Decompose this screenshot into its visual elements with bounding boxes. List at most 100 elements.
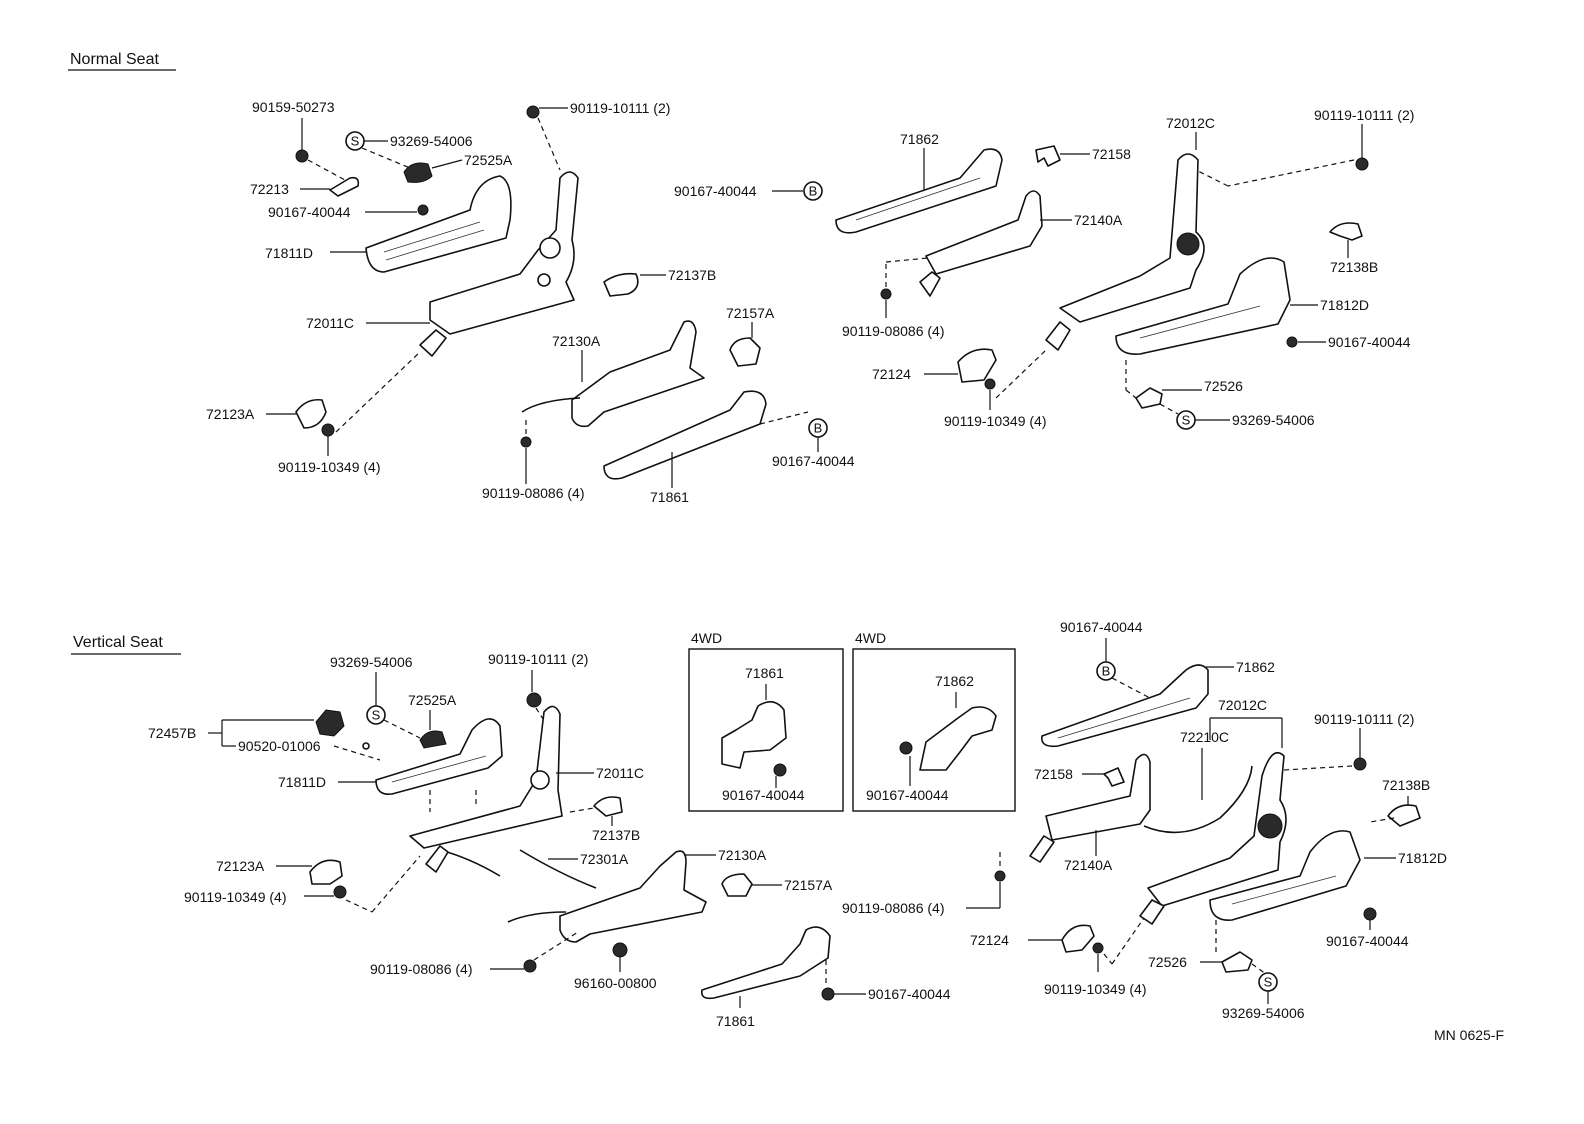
label-v-72011c: 72011C [596, 765, 644, 781]
bolt-icon [773, 763, 787, 777]
label-90119-10111: 90119-10111 (2) [570, 100, 670, 116]
label-r-90119-08086: 90119-08086 (4) [842, 900, 944, 916]
label-r-71862: 71862 [1236, 659, 1275, 675]
s-circle-icon: S [345, 131, 365, 151]
cover-72137b-icon [593, 796, 623, 817]
label-v-72157a: 72157A [784, 877, 833, 893]
cover-72138b-icon [1387, 804, 1421, 827]
label-v-72123a: 72123A [216, 858, 265, 874]
bolt-icon [417, 204, 429, 216]
cover-71862-4wd-icon [919, 706, 997, 771]
label-v-72301a: 72301A [580, 851, 629, 867]
label-v-90119-10349: 90119-10349 (4) [184, 889, 286, 905]
bolt-icon [526, 105, 540, 119]
s-circle-icon: S [366, 705, 386, 725]
cover-71861-icon [603, 390, 767, 480]
label-v-72457b: 72457B [148, 725, 196, 741]
label-r-72012c: 72012C [1218, 697, 1267, 713]
bolt-icon [994, 870, 1006, 882]
s-circle-icon: S [1258, 972, 1278, 992]
cap-72157a-icon [729, 337, 761, 367]
bolt-icon [523, 959, 537, 973]
svg-text:B: B [814, 421, 823, 436]
cover-71812d-icon [1209, 830, 1361, 921]
knob-72457b-icon [315, 709, 345, 737]
label-r-72124: 72124 [970, 932, 1009, 948]
b-circle-icon: B [808, 418, 828, 438]
bolt-icon [526, 692, 542, 708]
label-v-96160-00800: 96160-00800 [574, 975, 657, 991]
label-72011c: 72011C [306, 315, 354, 331]
track-72130a-icon [559, 850, 707, 943]
bolt-icon [880, 288, 892, 300]
cover-72123a-icon [295, 398, 327, 429]
label-72123a: 72123A [206, 406, 255, 422]
label-72130a: 72130A [552, 333, 601, 349]
label-90159-50273: 90159-50273 [252, 99, 335, 115]
vertical-seat-heading: Vertical Seat [73, 634, 163, 651]
cover-71861-4wd-icon [721, 701, 787, 769]
label-r-71812d: 71812D [1398, 850, 1447, 866]
cap-72158-icon [1103, 767, 1125, 787]
box2-frame [852, 648, 1016, 812]
svg-text:S: S [351, 134, 360, 149]
label-90119-08086: 90119-08086 (4) [482, 485, 584, 501]
label-90167-40044: 90167-40044 [268, 204, 351, 220]
label-90167-40044-c: 90167-40044 [674, 183, 757, 199]
s-circle-icon: S [1176, 410, 1196, 430]
bolt-icon [1353, 757, 1367, 771]
label-93269-54006-b: 93269-54006 [1232, 412, 1315, 428]
recliner-72012c-icon [1059, 153, 1205, 323]
cap-72157a-icon [721, 873, 753, 897]
cover-71861-icon [700, 926, 831, 1000]
diagram-code: MN 0625-F [1434, 1027, 1504, 1043]
box2-title: 4WD [855, 630, 886, 646]
label-r-72140a: 72140A [1064, 857, 1113, 873]
bolt-icon [520, 436, 532, 448]
label-v-90520-01006: 90520-01006 [238, 738, 321, 754]
cover-71862-icon [835, 148, 1003, 234]
label-v-90119-10111: 90119-10111 (2) [488, 651, 588, 667]
recliner-72012c-icon [1147, 751, 1287, 907]
track-72140a-icon [925, 190, 1043, 275]
label-72012c: 72012C [1166, 115, 1215, 131]
label-v-93269-54006: 93269-54006 [330, 654, 413, 670]
cover-71862-icon [1041, 664, 1209, 748]
label-b1-90167-40044: 90167-40044 [722, 787, 805, 803]
label-71862: 71862 [900, 131, 939, 147]
nut-icon [612, 942, 628, 958]
normal-seat-heading: Normal Seat [70, 51, 159, 68]
bolt-icon [1286, 336, 1298, 348]
cover-72124-icon [1061, 924, 1095, 953]
label-v-71861: 71861 [716, 1013, 755, 1029]
bolt-icon [1363, 907, 1377, 921]
cover-72137b-icon [603, 272, 639, 297]
label-90119-10349: 90119-10349 (4) [278, 459, 380, 475]
box1-title: 4WD [691, 630, 722, 646]
label-v-72137b: 72137B [592, 827, 640, 843]
bolt-icon [821, 987, 835, 1001]
track-72130a-icon [571, 320, 705, 428]
box1-frame [688, 648, 844, 812]
label-72137b: 72137B [668, 267, 716, 283]
label-90119-10349-b: 90119-10349 (4) [944, 413, 1046, 429]
label-72140a: 72140A [1074, 212, 1123, 228]
cover-72138b-icon [1329, 222, 1363, 241]
bolt-icon [1092, 942, 1104, 954]
label-v-90167-40044: 90167-40044 [868, 986, 951, 1002]
label-r-93269-54006: 93269-54006 [1222, 1005, 1305, 1021]
cover-71811d-icon [375, 718, 503, 796]
label-72124: 72124 [872, 366, 911, 382]
label-b1-71861: 71861 [745, 665, 784, 681]
label-r-90167-40044-top: 90167-40044 [1060, 619, 1143, 635]
label-71861: 71861 [650, 489, 689, 505]
label-r-72158: 72158 [1034, 766, 1073, 782]
cap-72526-icon [1135, 387, 1163, 409]
cover-72123a-icon [309, 859, 343, 885]
label-r-90119-10349: 90119-10349 (4) [1044, 981, 1146, 997]
label-71812d: 71812D [1320, 297, 1369, 313]
label-72158: 72158 [1092, 146, 1131, 162]
svg-text:S: S [1182, 413, 1191, 428]
